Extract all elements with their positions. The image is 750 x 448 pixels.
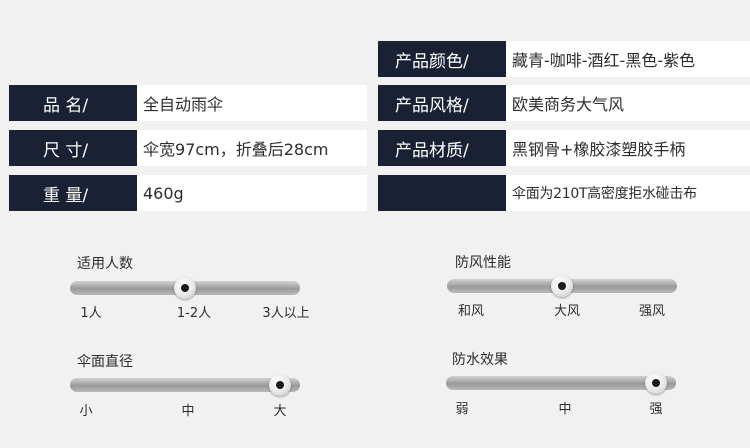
rating-track-waterproof [446, 372, 676, 394]
rating-title-wind: 防风性能 [455, 255, 511, 271]
rating-title-waterproof: 防水效果 [452, 352, 508, 368]
spec-label-size: 尺 寸/ [9, 130, 137, 166]
spec-label-extra [378, 175, 506, 211]
spec-label-weight: 重 量/ [9, 175, 137, 211]
rating-tick: 1人 [80, 306, 102, 321]
spec-row-material: 产品材质/ 黑钢骨+橡胶漆塑胶手柄 [378, 130, 750, 166]
slider-knob [551, 275, 573, 297]
rating-track-canopy [70, 374, 300, 396]
rating-tick: 3人以上 [262, 306, 310, 321]
spec-value-color: 藏青-咖啡-酒红-黑色-紫色 [512, 51, 696, 70]
spec-row-size: 尺 寸/ 伞宽97cm，折叠后28cm [9, 130, 367, 166]
spec-label-material: 产品材质/ [378, 130, 506, 166]
rating-tick: 1-2人 [176, 306, 212, 321]
spec-row-style: 产品风格/ 欧美商务大气风 [378, 85, 750, 121]
spec-value-size: 伞宽97cm，折叠后28cm [143, 140, 329, 159]
spec-row-weight: 重 量/ 460g [9, 175, 367, 211]
spec-label-style: 产品风格/ [378, 85, 506, 121]
rating-tick: 中 [181, 404, 195, 419]
rating-title-canopy: 伞面直径 [77, 354, 133, 370]
rating-track-people [70, 277, 300, 299]
rating-tick: 小 [79, 404, 93, 419]
spec-label-color: 产品颜色/ [378, 41, 506, 77]
rating-tick: 强 [649, 402, 663, 417]
slider-knob [645, 372, 667, 394]
spec-row-extra: 伞面为210T高密度拒水碰击布 [378, 175, 750, 211]
spec-value-weight: 460g [143, 183, 184, 203]
rating-tick: 强风 [638, 304, 666, 319]
spec-value-material: 黑钢骨+橡胶漆塑胶手柄 [512, 140, 686, 159]
rating-tick: 和风 [457, 304, 485, 319]
rating-tick: 大风 [553, 304, 581, 319]
spec-row-name: 品 名/ 全自动雨伞 [9, 85, 367, 121]
rating-title-people: 适用人数 [77, 256, 133, 272]
rating-tick: 中 [558, 402, 572, 417]
spec-value-style: 欧美商务大气风 [512, 95, 625, 114]
rating-track-wind [447, 275, 677, 297]
spec-label-name: 品 名/ [9, 85, 137, 121]
spec-value-name: 全自动雨伞 [143, 95, 224, 114]
spec-row-color: 产品颜色/ 藏青-咖啡-酒红-黑色-紫色 [378, 41, 750, 77]
rating-tick: 大 [273, 404, 287, 419]
slider-knob [269, 374, 291, 396]
rating-tick: 弱 [455, 402, 469, 417]
spec-value-extra: 伞面为210T高密度拒水碰击布 [512, 186, 697, 202]
slider-knob [174, 277, 196, 299]
